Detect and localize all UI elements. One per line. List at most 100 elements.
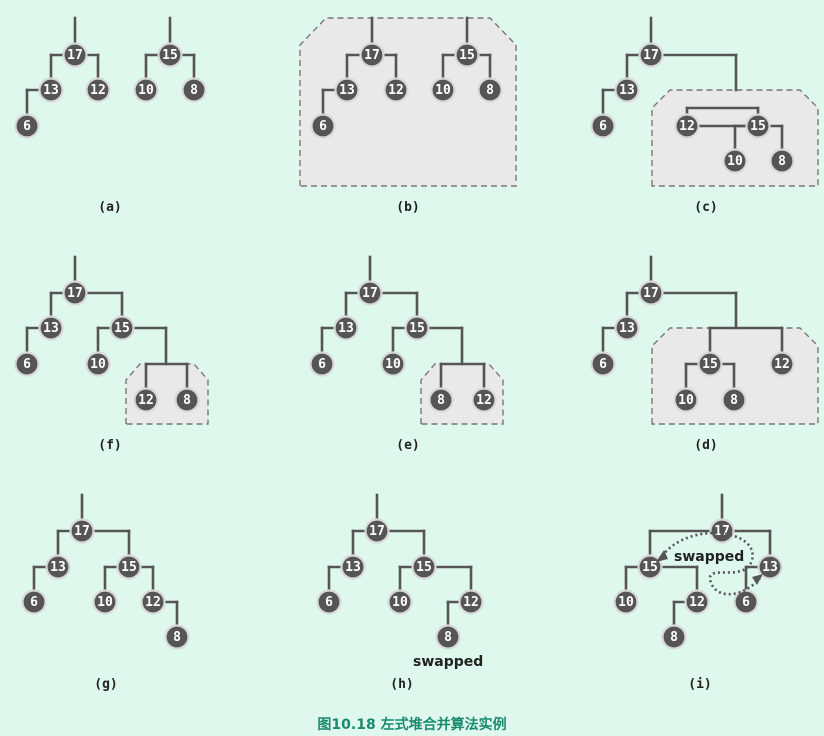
svg-text:6: 6: [318, 357, 326, 372]
svg-text:15: 15: [642, 560, 658, 575]
svg-text:8: 8: [730, 393, 738, 408]
node-b-15: 15: [454, 42, 480, 68]
svg-text:13: 13: [43, 321, 59, 336]
node-h-15: 15: [411, 554, 437, 580]
svg-text:13: 13: [619, 321, 635, 336]
swap-arrowhead-right: [752, 574, 763, 585]
node-e-8: 8: [428, 387, 454, 413]
node-h-10: 10: [387, 589, 413, 615]
svg-text:17: 17: [714, 524, 730, 539]
svg-text:10: 10: [385, 357, 401, 372]
node-h-6: 6: [316, 589, 342, 615]
svg-text:12: 12: [463, 595, 479, 610]
svg-text:12: 12: [145, 595, 161, 610]
svg-text:13: 13: [339, 83, 355, 98]
node-b-10: 10: [430, 77, 456, 103]
svg-text:17: 17: [643, 48, 659, 63]
svg-text:15: 15: [459, 48, 475, 63]
node-b-6: 6: [310, 113, 336, 139]
panel-label-f: (f): [98, 438, 121, 453]
swap-arrow: [660, 531, 761, 596]
svg-text:17: 17: [364, 48, 380, 63]
svg-text:15: 15: [702, 357, 718, 372]
svg-text:15: 15: [416, 560, 432, 575]
svg-text:10: 10: [727, 154, 743, 169]
node-e-12: 12: [471, 387, 497, 413]
node-a-10: 10: [133, 77, 159, 103]
swapped-note-i: swapped: [674, 549, 744, 565]
node-g-12: 12: [140, 589, 166, 615]
node-c-10: 10: [722, 148, 748, 174]
svg-text:15: 15: [750, 119, 766, 134]
svg-text:17: 17: [362, 286, 378, 301]
svg-text:15: 15: [121, 560, 137, 575]
node-e-6: 6: [309, 351, 335, 377]
node-i-17: 17: [709, 518, 735, 544]
figure-caption: 图10.18 左式堆合并算法实例: [317, 717, 507, 733]
svg-text:8: 8: [173, 630, 181, 645]
svg-text:8: 8: [183, 393, 191, 408]
node-b-13: 13: [334, 77, 360, 103]
svg-text:8: 8: [190, 83, 198, 98]
node-a-15: 15: [157, 42, 183, 68]
node-d-13: 13: [614, 315, 640, 341]
node-d-15: 15: [697, 351, 723, 377]
svg-text:12: 12: [774, 357, 790, 372]
panel-label-h: (h): [390, 677, 413, 692]
node-e-10: 10: [380, 351, 406, 377]
svg-text:6: 6: [23, 119, 31, 134]
svg-text:6: 6: [742, 595, 750, 610]
node-g-6: 6: [21, 589, 47, 615]
node-g-17: 17: [69, 518, 95, 544]
node-e-17: 17: [357, 280, 383, 306]
svg-text:6: 6: [30, 595, 38, 610]
node-e-13: 13: [333, 315, 359, 341]
panel-label-c: (c): [694, 200, 717, 215]
panel-label-g: (g): [94, 677, 117, 692]
svg-text:6: 6: [599, 119, 607, 134]
svg-text:13: 13: [50, 560, 66, 575]
panel-label-d: (d): [694, 438, 717, 453]
svg-text:6: 6: [23, 357, 31, 372]
svg-text:13: 13: [338, 321, 354, 336]
node-h-12: 12: [458, 589, 484, 615]
svg-text:13: 13: [762, 560, 778, 575]
node-d-10: 10: [673, 387, 699, 413]
svg-text:10: 10: [678, 393, 694, 408]
node-d-12: 12: [769, 351, 795, 377]
svg-text:12: 12: [476, 393, 492, 408]
node-c-12: 12: [674, 113, 700, 139]
node-f-17: 17: [62, 280, 88, 306]
svg-text:17: 17: [74, 524, 90, 539]
node-g-13: 13: [45, 554, 71, 580]
svg-text:15: 15: [162, 48, 178, 63]
svg-text:10: 10: [90, 357, 106, 372]
svg-text:17: 17: [67, 48, 83, 63]
svg-text:10: 10: [138, 83, 154, 98]
node-d-8: 8: [721, 387, 747, 413]
svg-text:10: 10: [392, 595, 408, 610]
swap-arrowhead-left: [656, 550, 668, 562]
svg-text:13: 13: [345, 560, 361, 575]
svg-text:12: 12: [679, 119, 695, 134]
node-g-10: 10: [92, 589, 118, 615]
svg-text:12: 12: [388, 83, 404, 98]
panel-label-i: (i): [688, 677, 711, 692]
node-a-6: 6: [14, 113, 40, 139]
svg-text:8: 8: [486, 83, 494, 98]
svg-text:8: 8: [778, 154, 786, 169]
svg-text:8: 8: [444, 630, 452, 645]
svg-text:17: 17: [369, 524, 385, 539]
subtree-group-b: [299, 17, 517, 187]
panel-label-a: (a): [98, 200, 121, 215]
node-a-8: 8: [181, 77, 207, 103]
node-b-17: 17: [359, 42, 385, 68]
svg-text:15: 15: [114, 321, 130, 336]
svg-text:12: 12: [689, 595, 705, 610]
node-c-17: 17: [638, 42, 664, 68]
node-f-10: 10: [85, 351, 111, 377]
node-a-13: 13: [38, 77, 64, 103]
node-e-15: 15: [404, 315, 430, 341]
svg-text:10: 10: [618, 595, 634, 610]
